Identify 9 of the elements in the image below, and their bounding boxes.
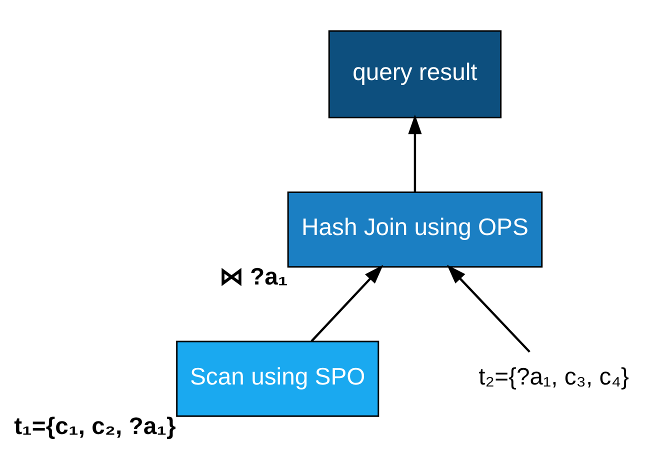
node-text: t₂={?a₁, c₃, c₄} <box>478 364 629 391</box>
node-label: t₁={c₁, c₂, ?a₁} <box>14 412 176 440</box>
arrow <box>310 264 384 342</box>
node-box: Hash Join using OPS <box>287 191 543 268</box>
arrow <box>408 114 422 192</box>
node-box: query result <box>328 30 502 118</box>
node-box: Scan using SPO <box>176 340 380 417</box>
node-label: ⋈ ?a₁ <box>219 263 288 290</box>
arrow <box>446 264 530 353</box>
